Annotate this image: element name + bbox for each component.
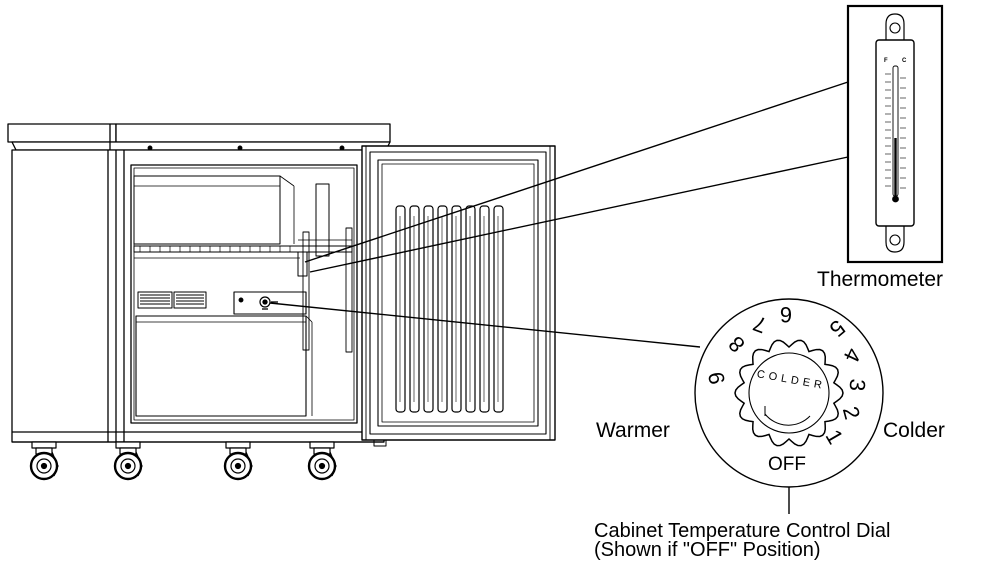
colder-label: Colder — [883, 419, 945, 442]
dial-number-9: 9 — [703, 370, 730, 386]
thermometer-scale-ticks — [885, 73, 906, 189]
thermometer-leader-upper — [304, 81, 849, 263]
caster-3 — [223, 441, 253, 481]
casters — [29, 441, 337, 481]
caster-2 — [113, 441, 143, 481]
dial-colder-arrow — [764, 413, 811, 426]
dial-knob-inner-ring — [748, 352, 830, 434]
cabinet-body — [11, 149, 385, 443]
countertop — [7, 123, 391, 151]
dial-knob — [734, 339, 844, 447]
dial-leader — [269, 302, 701, 348]
refrigerator-unit — [7, 123, 556, 481]
open-door — [361, 145, 556, 447]
thermometer-body — [875, 13, 915, 253]
temperature-control-dial: COLDER 1 2 3 4 5 6 7 8 9 — [694, 298, 884, 488]
dial-caption-line2: (Shown if "OFF" Position) — [594, 539, 821, 561]
shelf-grid — [139, 246, 291, 252]
door-racks — [395, 205, 504, 413]
cabinet-interior — [130, 164, 358, 424]
leader-lines — [269, 81, 849, 514]
thermometer-label: Thermometer — [817, 268, 944, 291]
thermometer-unit-f: F — [884, 58, 888, 64]
thermometer-callout: F C — [846, 4, 944, 264]
vent-grille — [137, 291, 207, 309]
caster-1 — [29, 441, 59, 481]
caster-4 — [307, 441, 337, 481]
thermometer-leader-lower — [309, 156, 849, 273]
off-position-label: OFF — [768, 454, 806, 475]
thermometer-unit-c: C — [902, 58, 907, 64]
warmer-label: Warmer — [596, 419, 670, 442]
dial-caption-line1: Cabinet Temperature Control Dial — [594, 520, 891, 542]
dial-number-6: 6 — [780, 302, 792, 327]
dial-number-3: 3 — [845, 378, 871, 392]
